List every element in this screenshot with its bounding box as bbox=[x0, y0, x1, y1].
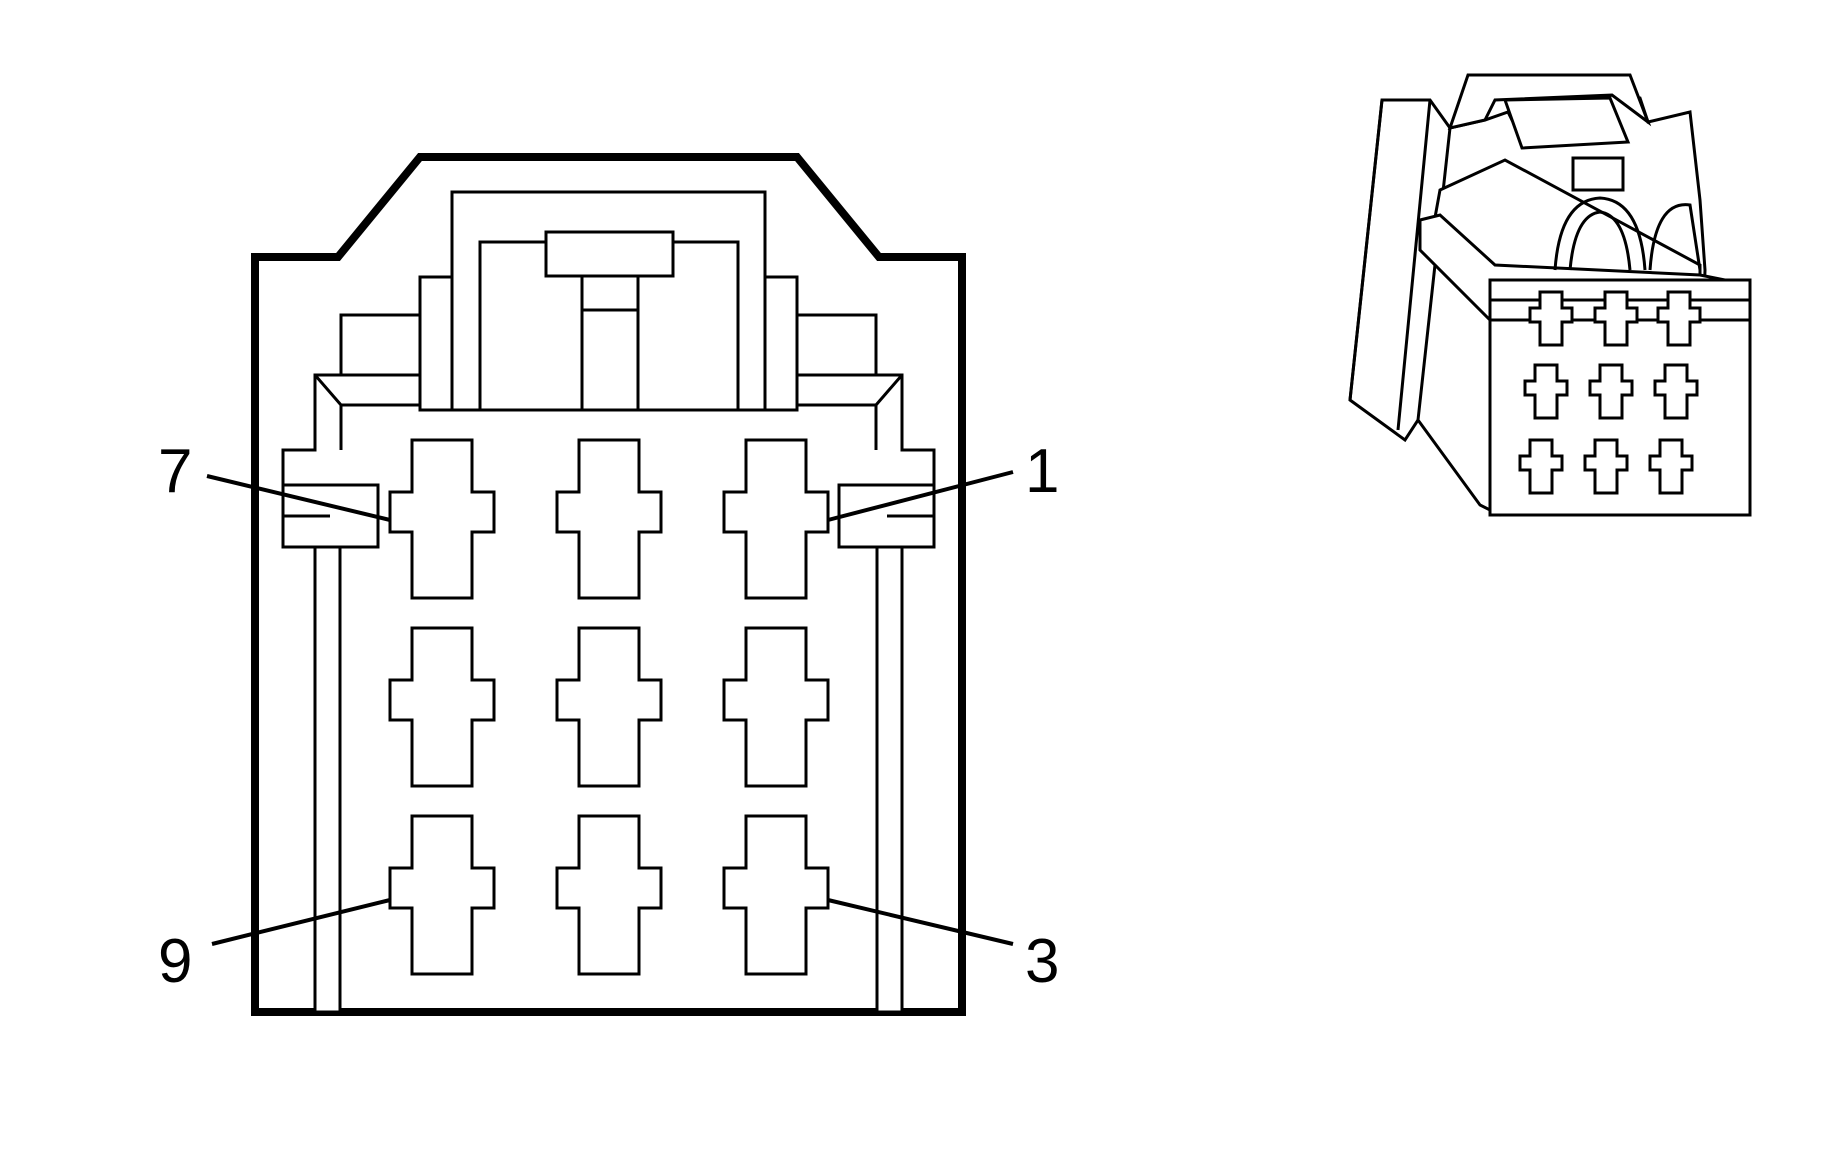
left-step-inner bbox=[281, 373, 420, 485]
right-rail bbox=[875, 545, 904, 1014]
right-step-inner bbox=[797, 373, 936, 485]
left-rail bbox=[313, 545, 342, 1014]
left-chamfer bbox=[313, 374, 343, 406]
cavity-9 bbox=[388, 814, 496, 976]
iso-cavity-1 bbox=[1528, 290, 1574, 347]
iso-cavity-7 bbox=[1518, 438, 1564, 495]
pin-label-9: 9 bbox=[158, 927, 192, 996]
cavity-row3-mid bbox=[555, 814, 663, 976]
cavity-row2-left bbox=[388, 626, 496, 788]
iso-side-strip-2 bbox=[1396, 99, 1432, 431]
left-step-outer bbox=[339, 313, 420, 375]
iso-latch-inner bbox=[1502, 96, 1631, 150]
iso-cavity-9 bbox=[1648, 438, 1694, 495]
iso-wire-arch-3 bbox=[1648, 203, 1702, 271]
iso-wire-arch-2 bbox=[1568, 210, 1632, 271]
iso-wire-arch-1 bbox=[1553, 196, 1647, 271]
iso-cavity-5 bbox=[1588, 363, 1634, 420]
pin-label-3: 3 bbox=[1025, 927, 1059, 996]
connector-face-view: 7 1 9 3 bbox=[158, 153, 1059, 1016]
leader-7 bbox=[206, 474, 391, 522]
iso-cavity-8 bbox=[1583, 438, 1629, 495]
latch-stem bbox=[580, 274, 640, 412]
cavity-7 bbox=[388, 438, 496, 600]
pin-label-7: 7 bbox=[158, 437, 192, 506]
latch-tab bbox=[544, 230, 675, 278]
iso-latch-frame bbox=[1447, 73, 1652, 131]
cavity-row2-mid bbox=[555, 626, 663, 788]
iso-cavity-4 bbox=[1523, 363, 1569, 420]
cavity-3 bbox=[722, 814, 830, 976]
right-step-outer bbox=[797, 313, 878, 375]
leader-1 bbox=[827, 470, 1014, 522]
cavity-row2-right bbox=[722, 626, 830, 788]
right-chamfer bbox=[874, 374, 904, 406]
terminal-cavities bbox=[388, 438, 830, 976]
iso-latch-tab bbox=[1571, 156, 1625, 192]
cavity-8 bbox=[555, 438, 663, 600]
iso-cavity-3 bbox=[1656, 290, 1702, 347]
iso-cavity-6 bbox=[1653, 363, 1699, 420]
iso-cavities bbox=[1518, 290, 1702, 495]
iso-side-strip-3 bbox=[1416, 127, 1452, 421]
left-shoulder bbox=[418, 275, 454, 412]
pin-label-1: 1 bbox=[1025, 437, 1059, 506]
right-shoulder bbox=[763, 275, 799, 412]
connector-isometric-view bbox=[1348, 73, 1752, 517]
leader-9 bbox=[211, 898, 391, 946]
iso-side-strip-1 bbox=[1348, 99, 1384, 401]
leader-3 bbox=[827, 898, 1014, 946]
iso-cavity-2 bbox=[1593, 290, 1639, 347]
cavity-1 bbox=[722, 438, 830, 600]
